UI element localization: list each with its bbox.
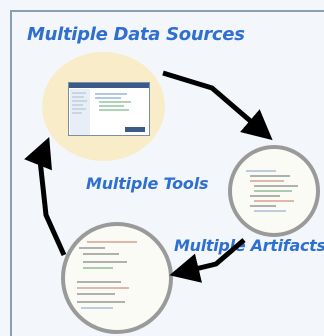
tools-label: Multiple Tools bbox=[86, 174, 209, 193]
tools-node bbox=[228, 145, 320, 237]
arrow-artifacts-to-sources bbox=[24, 137, 67, 257]
arrow-sources-to-tools bbox=[162, 70, 273, 141]
data-sources-thumbnail bbox=[68, 82, 150, 136]
thumbnail-sidebar bbox=[70, 89, 90, 135]
arrow-tools-to-artifacts bbox=[169, 238, 246, 283]
thumbnail-content bbox=[72, 92, 145, 132]
data-sources-label: Multiple Data Sources bbox=[27, 24, 245, 45]
tools-code-snippet bbox=[246, 170, 298, 212]
thumbnail-titlebar bbox=[69, 83, 149, 88]
artifacts-code-snippet bbox=[77, 241, 137, 309]
artifacts-label: Multiple Artifacts bbox=[174, 236, 324, 255]
